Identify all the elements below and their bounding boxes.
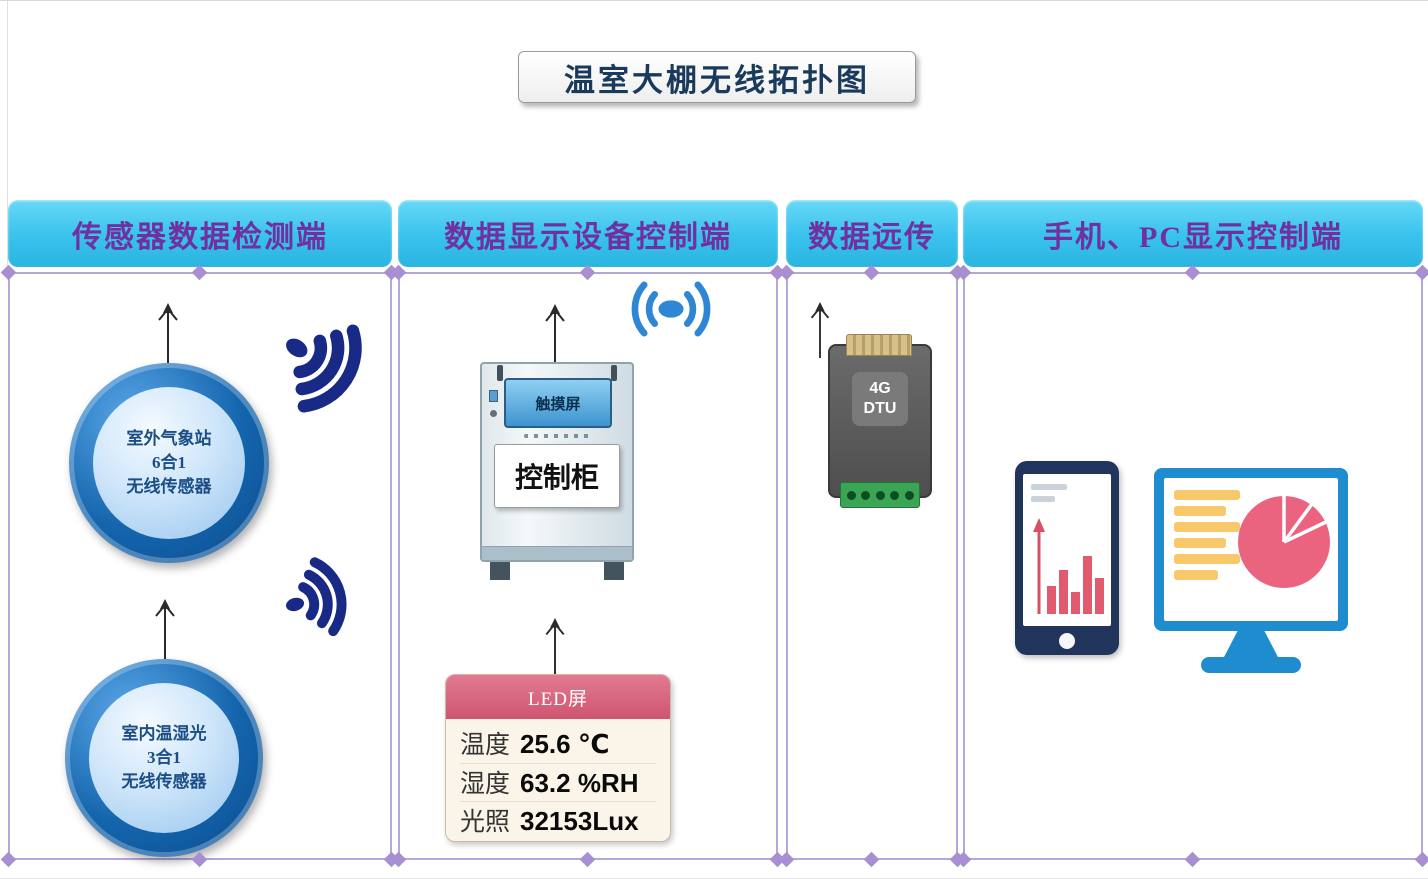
antenna-icon (155, 599, 175, 659)
diagram-title: 温室大棚无线拓扑图 (564, 62, 870, 98)
column-header-display-control: 数据显示设备控制端 (398, 200, 778, 267)
led-row: 湿度 63.2 %RH (460, 763, 656, 801)
control-cabinet: 触摸屏 控制柜 (480, 362, 634, 590)
ornament-diamond (0, 851, 17, 868)
led-readings: 温度 25.6 ℃ 湿度 63.2 %RH 光照 32153Lux (446, 719, 670, 839)
diagram-title-box: 温室大棚无线拓扑图 (518, 51, 916, 103)
led-row-value: 25.6 ℃ (520, 729, 610, 759)
text-placeholder-line (1031, 484, 1067, 490)
cabinet-label: 控制柜 (494, 444, 620, 508)
panel-phone-pc (955, 264, 1428, 868)
list-line (1174, 490, 1240, 500)
ornament-diamond (191, 264, 208, 281)
led-row-value: 63.2 %RH (520, 768, 639, 798)
monitor-stand-base (1201, 657, 1301, 673)
terminal-screw (890, 490, 899, 500)
list-line (1174, 522, 1240, 532)
indicator-dot (490, 410, 497, 417)
led-display-panel: LED屏 温度 25.6 ℃ 湿度 63.2 %RH 光照 32153Lux (445, 674, 671, 842)
ornament-diamond (778, 851, 795, 868)
antenna-icon (158, 303, 178, 363)
list-line (1174, 554, 1240, 564)
list-lines (1174, 490, 1240, 580)
ornament-diamond (579, 264, 596, 281)
text-placeholder-line (1031, 496, 1055, 502)
indoor-sensor-node: 室内温湿光 3合1 无线传感器 (65, 659, 263, 857)
outdoor-sensor-node: 室外气象站 6合1 无线传感器 (69, 363, 269, 563)
sensor-body: 室外气象站 6合1 无线传感器 (93, 387, 245, 539)
smartphone-icon (1015, 461, 1119, 655)
dtu-label-line1: 4G (869, 380, 891, 397)
ornament-diamond (191, 851, 208, 868)
ornament-diamond (0, 264, 17, 281)
led-row: 温度 25.6 ℃ (460, 725, 656, 763)
ornament-diamond (863, 851, 880, 868)
phone-screen (1023, 474, 1111, 626)
cabinet-leg (604, 562, 624, 580)
sensor-label-line2: 3合1 (147, 748, 181, 768)
sensor-label-line3: 无线传感器 (126, 476, 212, 496)
led-panel-title: LED屏 (446, 675, 670, 719)
cabinet-base-strip (482, 546, 632, 560)
bar-chart-icon (1033, 518, 1104, 614)
touchscreen: 触摸屏 (504, 378, 612, 428)
list-line (1174, 506, 1226, 516)
terminal-screw (846, 490, 856, 500)
desktop-monitor-icon (1154, 468, 1348, 631)
led-row: 光照 32153Lux (460, 801, 656, 839)
sensor-label-line1: 室内温湿光 (121, 724, 207, 744)
ornament-diamond (579, 851, 596, 868)
cabinet-leg (490, 562, 510, 580)
hinge (497, 365, 503, 381)
sensor-label-line2: 6合1 (152, 453, 186, 473)
column-header-sensors: 传感器数据检测端 (8, 200, 392, 267)
sensor-label-line3: 无线传感器 (121, 771, 207, 791)
dtu-terminal-block (840, 482, 920, 508)
ornament-diamond (1184, 851, 1201, 868)
vent-dots (524, 434, 592, 438)
ornament-diamond (1184, 264, 1201, 281)
terminal-screw (875, 490, 885, 500)
column-header-remote: 数据远传 (786, 200, 958, 267)
monitor-stand-neck (1223, 631, 1279, 659)
ornament-diamond (1414, 264, 1428, 281)
ornament-diamond (1414, 851, 1428, 868)
wifi-signal-icon (286, 557, 347, 637)
wifi-broadcast-icon (631, 281, 711, 337)
pie-chart-icon (1238, 496, 1330, 588)
column-header-phone-pc: 手机、PC显示控制端 (963, 200, 1423, 267)
wifi-signal-icon (286, 324, 362, 413)
panel-display-control: 触摸屏 控制柜 LED屏 温度 25.6 ℃ 湿度 63. (390, 264, 786, 868)
led-row-label: 光照 (460, 809, 511, 836)
led-row-value: 32153Lux (520, 806, 639, 836)
terminal-screw (904, 490, 914, 500)
terminal-screw (861, 490, 870, 500)
indicator-light (489, 390, 498, 402)
monitor-screen (1164, 478, 1338, 621)
hinge (611, 365, 617, 381)
dtu-top-connector (846, 334, 912, 356)
home-button (1059, 633, 1075, 649)
dtu-label-line2: DTU (863, 400, 897, 417)
led-row-label: 温度 (460, 732, 511, 759)
led-row-label: 湿度 (460, 771, 511, 798)
ornament-diamond (778, 264, 795, 281)
antenna-icon (810, 302, 830, 358)
panel-remote: 4G DTU (778, 264, 966, 868)
antenna-icon (545, 304, 565, 364)
sensor-body: 室内温湿光 3合1 无线传感器 (88, 682, 240, 834)
dtu-label: 4G DTU (852, 372, 908, 426)
ornament-diamond (863, 264, 880, 281)
antenna-icon (545, 618, 565, 676)
panel-sensors: 室外气象站 6合1 无线传感器 室内温湿光 3合1 无线传感器 (0, 264, 400, 868)
list-line (1174, 538, 1226, 548)
list-line (1174, 570, 1218, 580)
sensor-label-line1: 室外气象站 (126, 429, 212, 449)
